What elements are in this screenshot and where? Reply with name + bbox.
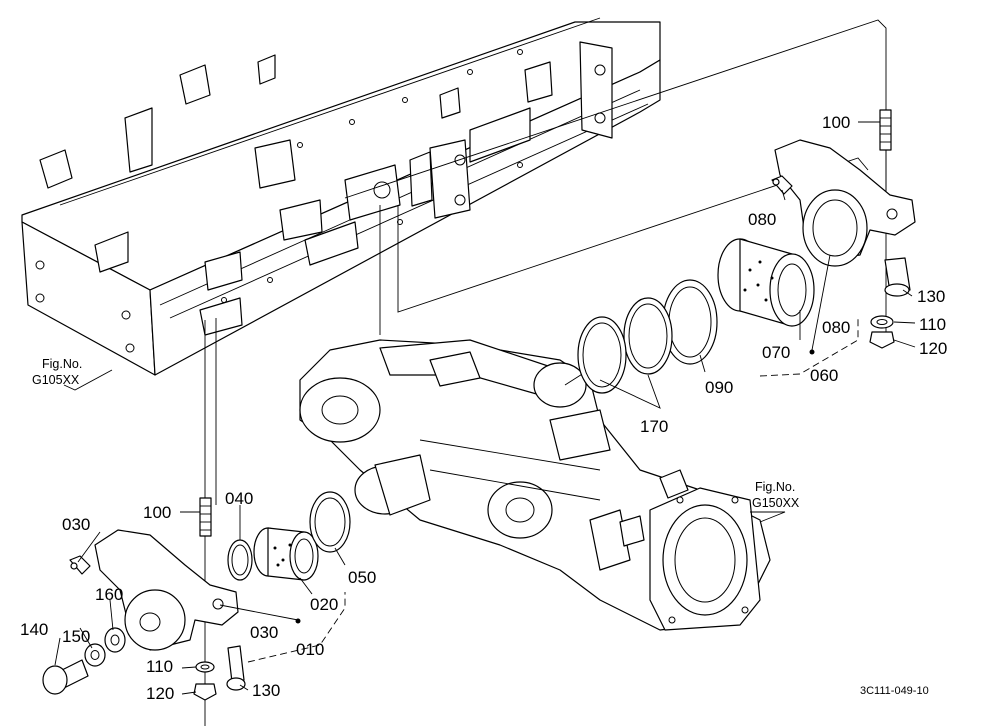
callout-020: 020 [310,595,338,614]
callout-110-left: 110 [146,657,173,676]
callout-050: 050 [348,568,376,587]
callout-110-right: 110 [919,315,946,334]
fig-ref-frame-line2: G105XX [32,373,80,387]
fig-ref-frame-line1: Fig.No. [42,357,82,371]
callout-040: 040 [225,489,253,508]
tractor-frame [21,17,661,376]
callout-010: 010 [296,640,324,659]
callout-130-right: 130 [917,287,945,306]
callout-leaders [54,121,916,695]
callout-080-bracket: 080 [822,318,850,337]
callout-090: 090 [705,378,733,397]
callout-120-left: 120 [146,684,174,703]
callout-060: 060 [810,366,838,385]
callout-030-grease-fitting: 030 [62,515,90,534]
drawing-code: 3C111-049-10 [860,685,929,697]
callout-170: 170 [640,417,668,436]
callout-130-left: 130 [252,681,280,700]
front-bracket-assembly [42,491,351,701]
callout-070: 070 [762,343,790,362]
callout-120-right: 120 [919,339,947,358]
callout-080-grease-fitting: 080 [748,210,776,229]
fig-ref-axle-line2: G150XX [752,496,800,510]
callout-160: 160 [95,585,123,604]
callout-150: 150 [62,627,90,646]
figure-references: Fig.No. G105XX Fig.No. G150XX [32,357,800,510]
front-axle-housing [299,339,771,631]
callout-140: 140 [20,620,48,639]
callout-100-left: 100 [143,503,171,522]
fig-ref-axle-line1: Fig.No. [755,480,795,494]
callout-030-bracket: 030 [250,623,278,642]
rear-bracket-assembly [577,109,916,394]
callout-100-top: 100 [822,113,850,132]
callout-labels: 100 080 130 110 120 080 070 060 090 170 … [20,113,947,703]
